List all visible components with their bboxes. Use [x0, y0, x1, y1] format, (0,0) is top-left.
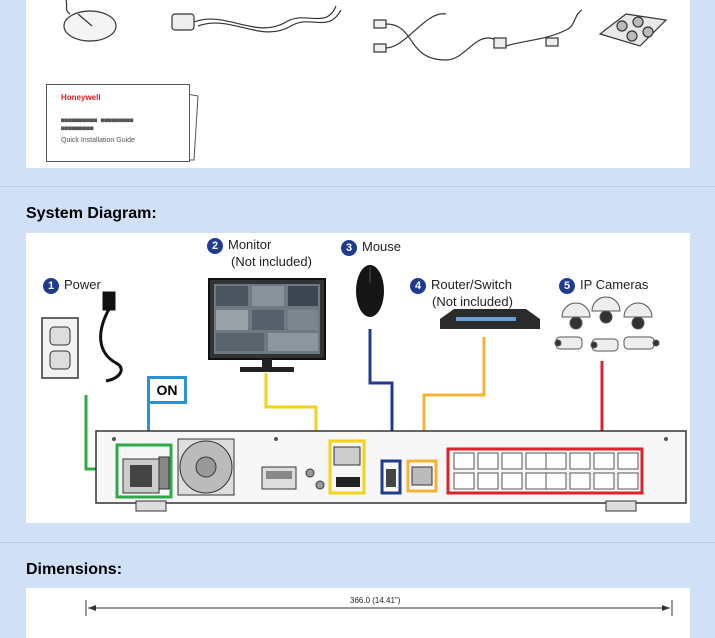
system-diagram-heading: System Diagram: [26, 205, 157, 222]
cameras-label-text: IP Cameras [580, 277, 649, 292]
mouse-label-text: Mouse [362, 239, 402, 254]
dimension-line-drawing [85, 600, 673, 616]
step-5-number: 5 [559, 277, 575, 294]
step-1-number: 1 [43, 277, 59, 294]
router-label-note: (Not included) [432, 293, 513, 309]
dimensions-heading: Dimensions: [26, 561, 123, 578]
power-label-text: Power [64, 277, 101, 292]
step-4-number: 4 [410, 277, 426, 294]
sata-power-cable-icon [505, 9, 583, 47]
router-label: 4 Router/Switch (Not included) [410, 277, 513, 310]
step-2-number: 2 [207, 237, 223, 254]
sata-cable-icon [373, 13, 507, 61]
power-switch-on-badge: ON [147, 376, 187, 404]
guide-brand-logo: Honeywell [61, 93, 101, 102]
guide-placeholder-text: ■■■■■■■■■■ ■■■■■■■■■ ■■■■■■■■■ [61, 117, 134, 132]
rubber-feet-icon [598, 13, 668, 47]
section-divider [0, 542, 715, 543]
step-3-number: 3 [341, 239, 357, 256]
width-dimension-label: 366.0 (14.41") [348, 596, 403, 605]
power-cord-icon [171, 5, 342, 33]
router-icon [440, 309, 540, 329]
accessories-panel: Honeywell ■■■■■■■■■■ ■■■■■■■■■ ■■■■■■■■■… [26, 0, 690, 168]
section-divider [0, 186, 715, 187]
dimensions-panel: 366.0 (14.41") [26, 588, 690, 638]
ip-cameras-icon [554, 296, 660, 352]
monitor-icon [208, 278, 326, 372]
cameras-label: 5 IP Cameras [559, 277, 648, 294]
mouse-label: 3 Mouse [341, 239, 401, 256]
router-label-text: Router/Switch [431, 277, 512, 292]
power-plug-icon [99, 291, 123, 383]
monitor-label: 2 Monitor (Not included) [207, 237, 312, 270]
quick-installation-guide: Honeywell ■■■■■■■■■■ ■■■■■■■■■ ■■■■■■■■■… [46, 84, 190, 162]
nvr-back-panel [95, 430, 687, 512]
monitor-label-text: Monitor [228, 237, 272, 252]
guide-title: Quick Installation Guide [61, 137, 135, 144]
power-label: 1 Power [43, 277, 101, 294]
mouse-accessory-icon [63, 0, 117, 42]
accessories-illustration [63, 0, 668, 161]
wall-outlet-icon [41, 317, 79, 379]
mouse-icon [356, 265, 384, 317]
system-diagram-illustration [41, 265, 687, 512]
monitor-label-note: (Not included) [231, 253, 312, 269]
